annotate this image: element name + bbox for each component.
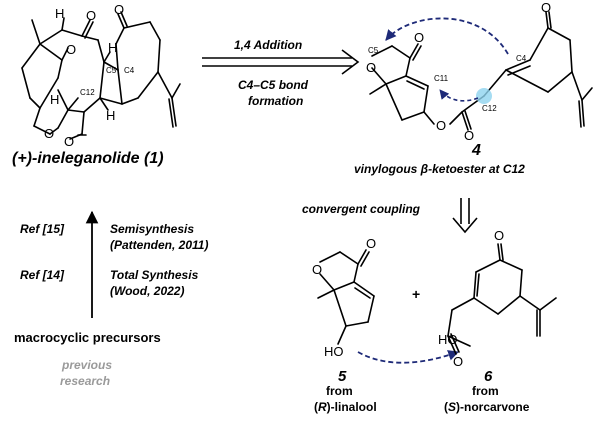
ref-15-title: Semisynthesis [110, 222, 195, 236]
forward-arrow-bottom-line2: formation [248, 94, 304, 108]
frag6-hydroxyl: HO [438, 332, 458, 347]
fragment-5-number: 5 [338, 368, 347, 385]
fragment-6-from: from [472, 384, 499, 398]
ref-15-detail: (Pattenden, 2011) [110, 238, 209, 252]
atom-h-2: H [108, 40, 118, 55]
atom-h-4: H [50, 92, 60, 107]
c4-c5-arrow [385, 17, 509, 55]
atom-o-5: O [64, 134, 75, 149]
target-c4-label: C4 [124, 66, 135, 75]
atom-o-2: O [86, 8, 97, 23]
fragment-5-structure [317, 249, 375, 345]
atom-o-3: O [114, 2, 125, 17]
atom-o-1: O [66, 42, 77, 57]
forward-arrow-bottom-line1: C4–C5 bond [238, 78, 309, 92]
atom-h-3: H [106, 108, 116, 123]
int-c4-label: C4 [516, 54, 527, 63]
c12-highlight [476, 88, 492, 104]
intermediate-caption: vinylogous β-ketoester at C12 [354, 162, 525, 176]
ref-14-detail: (Wood, 2022) [110, 284, 185, 298]
macrocyclic-precursors: macrocyclic precursors [14, 330, 161, 345]
int-atom-o-3: O [436, 118, 447, 133]
target-c5-label: C5 [106, 66, 117, 75]
fragment-6-source: (S)-norcarvone [444, 400, 530, 414]
previous-research-note-2: research [60, 374, 111, 388]
ref-14-label: Ref [14] [20, 268, 65, 282]
ineleganolide-structure [21, 11, 181, 140]
coupling-arrow [357, 350, 460, 364]
retro-arrow [452, 198, 478, 234]
fragment-6-number: 6 [484, 368, 493, 385]
intermediate-number: 4 [472, 142, 481, 159]
frag6-atom-o-1: O [494, 228, 505, 243]
frag5-hydroxyl: HO [324, 344, 344, 359]
int-atom-o-4: O [464, 128, 475, 143]
plus-sign: + [412, 286, 421, 302]
int-c11-label: C11 [434, 74, 449, 83]
coupling-label: convergent coupling [302, 202, 421, 216]
ref-15-label: Ref [15] [20, 222, 65, 236]
fragment-5-source: (R)-linalool [314, 400, 377, 414]
forward-arrow-top-label: 1,4 Addition [234, 38, 303, 52]
frag6-atom-o-2: O [453, 354, 464, 369]
ref-14-title: Total Synthesis [110, 268, 199, 282]
target-name: (+)-ineleganolide (1) [12, 150, 164, 167]
atom-h-1: H [55, 6, 65, 21]
int-atom-o-1: O [414, 30, 425, 45]
previous-research-note-1: previous [62, 358, 113, 372]
int-atom-o-5: O [541, 0, 552, 15]
fragment-5-from: from [326, 384, 353, 398]
int-atom-o-2: O [366, 60, 377, 75]
c11-c12-arrow [439, 89, 479, 102]
atom-o-4: O [44, 126, 55, 141]
frag5-atom-o-1: O [366, 236, 377, 251]
intermediate-4-structure [369, 11, 593, 131]
forward-arrow [202, 49, 360, 75]
fragment-6-structure [447, 243, 557, 355]
frag5-atom-o-2: O [312, 262, 323, 277]
int-c12-label: C12 [482, 104, 497, 113]
target-c12-label: C12 [80, 88, 95, 97]
int-c5-label: C5 [368, 46, 379, 55]
